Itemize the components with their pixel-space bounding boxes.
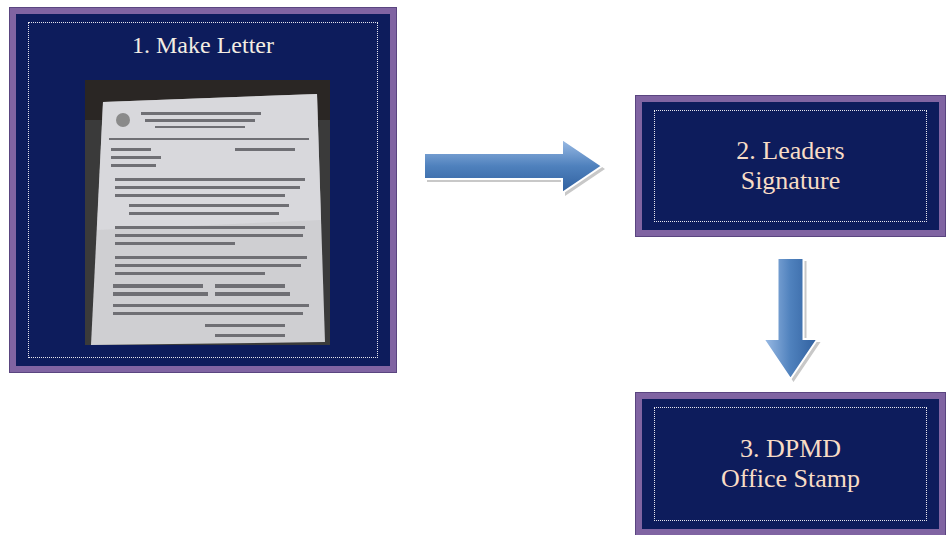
letter-photo (85, 80, 330, 345)
box-label: 1. Make Letter (53, 32, 353, 60)
box-label: 2. Leaders Signature (706, 136, 876, 196)
arrow-body (764, 258, 818, 379)
process-box: 3. DPMD Office Stamp (636, 393, 945, 535)
process-box: 2. Leaders Signature (636, 96, 945, 236)
process-box: 1. Make Letter (10, 8, 396, 372)
block-arrow (424, 139, 605, 196)
block-arrow (764, 258, 821, 382)
box-label: 3. DPMD Office Stamp (711, 434, 871, 494)
arrow-body (424, 139, 602, 193)
